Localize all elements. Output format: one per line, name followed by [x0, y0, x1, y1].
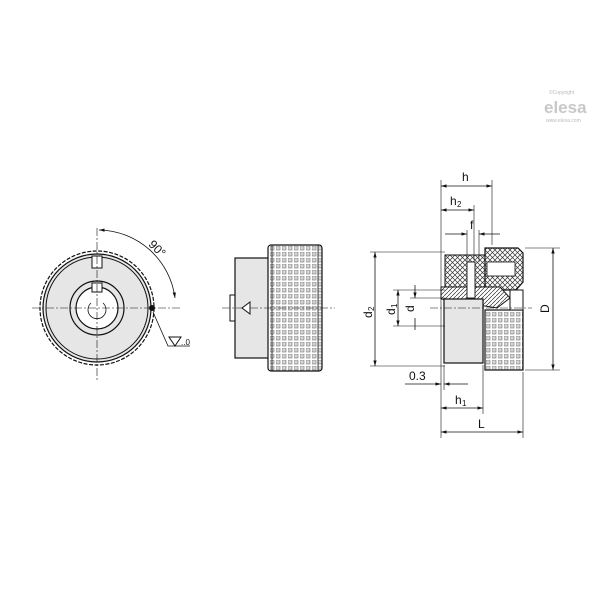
dim-d: d — [403, 305, 417, 312]
svg-text:2: 2 — [457, 200, 462, 209]
dim-h2: h 2 — [450, 194, 462, 209]
front-view — [32, 228, 190, 380]
section-view — [370, 180, 560, 438]
svg-text:h: h — [455, 393, 462, 407]
dim-d2: d 2 — [361, 306, 376, 318]
svg-text:1: 1 — [462, 399, 467, 408]
svg-text:h: h — [450, 194, 457, 208]
svg-text:2: 2 — [367, 306, 376, 311]
dim-f: f — [470, 218, 474, 232]
svg-text:1: 1 — [390, 303, 399, 308]
dim-D: D — [538, 304, 552, 313]
dim-offset: 0.3 — [409, 369, 426, 383]
svg-text:www.elesa.com: www.elesa.com — [546, 118, 581, 124]
dim-d1: d 1 — [384, 303, 399, 315]
svg-text:©Copyright: ©Copyright — [549, 89, 575, 96]
side-view — [222, 244, 335, 372]
svg-text:d: d — [384, 308, 398, 315]
angle-label: 90° — [146, 237, 169, 260]
dim-h1: h 1 — [455, 393, 467, 408]
svg-text:elesa: elesa — [544, 98, 587, 117]
svg-text:d: d — [361, 311, 375, 318]
elesa-logo: ©Copyright elesa www.elesa.com — [544, 89, 587, 124]
surface-value: ..0 — [181, 338, 190, 347]
dim-h: h — [462, 170, 469, 184]
dim-L: L — [478, 417, 485, 431]
